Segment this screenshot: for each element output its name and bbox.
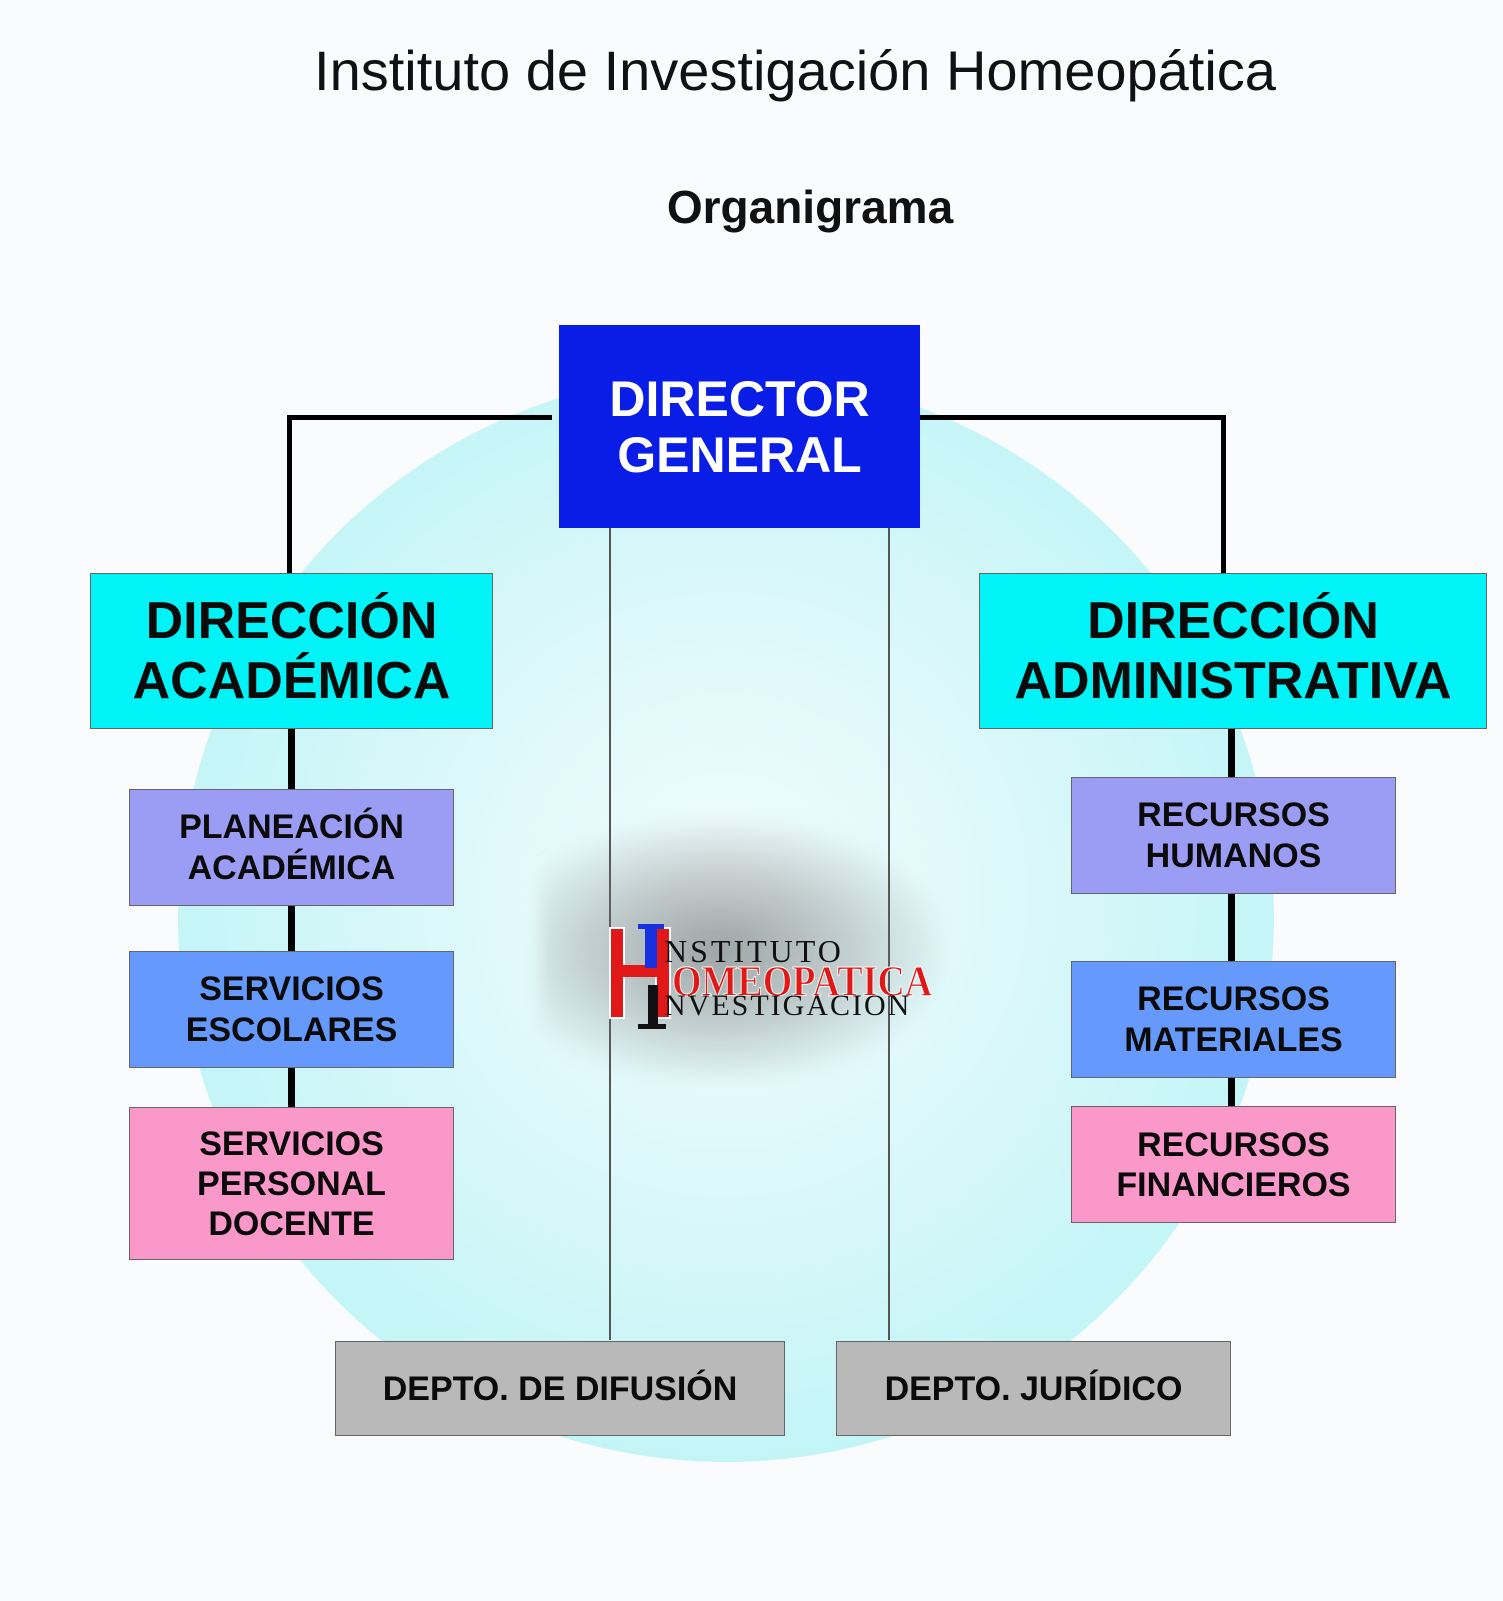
connector-right-horizontal bbox=[920, 415, 1226, 420]
director-general-box: DIRECTOR GENERAL bbox=[559, 325, 920, 528]
unit-recursos-materiales: RECURSOS MATERIALES bbox=[1071, 961, 1396, 1078]
unit-line: RECURSOS bbox=[1137, 979, 1330, 1018]
page-subtitle: Organigrama bbox=[666, 181, 954, 233]
page-title: Instituto de Investigación Homeopática bbox=[314, 39, 1276, 102]
unit-line: ACADÉMICA bbox=[187, 848, 396, 887]
unit-line: HUMANOS bbox=[1145, 836, 1322, 875]
direccion-academica-line2: ACADÉMICA bbox=[132, 652, 451, 710]
director-line1: DIRECTOR bbox=[609, 370, 870, 427]
depto-difusion-label: DEPTO. DE DIFUSIÓN bbox=[382, 1369, 738, 1408]
unit-line: SERVICIOS bbox=[199, 969, 384, 1008]
unit-servicios-personal-docente: SERVICIOS PERSONAL DOCENTE bbox=[129, 1107, 454, 1260]
depto-juridico-label: DEPTO. JURÍDICO bbox=[884, 1369, 1183, 1408]
institute-logo: NSTITUTO OMEOPATICA NVESTIGACION bbox=[540, 800, 960, 1100]
unit-line: SERVICIOS bbox=[199, 1124, 384, 1163]
unit-planeacion-academica: PLANEACIÓN ACADÉMICA bbox=[129, 789, 454, 906]
connector-right-vertical-top bbox=[1221, 415, 1226, 575]
connector-academica-units bbox=[288, 728, 295, 1108]
unit-line: FINANCIEROS bbox=[1116, 1165, 1351, 1204]
unit-line: PERSONAL bbox=[197, 1164, 386, 1203]
unit-line: ESCOLARES bbox=[185, 1010, 398, 1049]
unit-recursos-financieros: RECURSOS FINANCIEROS bbox=[1071, 1106, 1396, 1223]
depto-juridico-box: DEPTO. JURÍDICO bbox=[836, 1341, 1231, 1436]
direccion-academica-line1: DIRECCIÓN bbox=[145, 592, 438, 650]
connector-left-horizontal bbox=[287, 415, 552, 420]
unit-line: RECURSOS bbox=[1137, 795, 1330, 834]
direccion-administrativa-line1: DIRECCIÓN bbox=[1087, 592, 1379, 650]
unit-line: RECURSOS bbox=[1137, 1125, 1330, 1164]
unit-recursos-humanos: RECURSOS HUMANOS bbox=[1071, 777, 1396, 894]
direccion-academica-box: DIRECCIÓN ACADÉMICA bbox=[90, 573, 493, 729]
direccion-administrativa-line2: ADMINISTRATIVA bbox=[1014, 652, 1452, 710]
unit-servicios-escolares: SERVICIOS ESCOLARES bbox=[129, 951, 454, 1068]
connector-administrativa-units bbox=[1228, 728, 1235, 1108]
unit-line: PLANEACIÓN bbox=[179, 807, 404, 846]
logo-text-mid: OMEOPATICA bbox=[672, 957, 933, 1005]
logo-shadow bbox=[540, 820, 940, 1080]
unit-line: DOCENTE bbox=[208, 1204, 375, 1243]
director-line2: GENERAL bbox=[617, 426, 862, 483]
logo-graphic: NSTITUTO OMEOPATICA NVESTIGACION bbox=[609, 924, 933, 1029]
logo-text-top: NSTITUTO bbox=[664, 933, 844, 969]
logo-text-bottom: NVESTIGACION bbox=[664, 989, 911, 1022]
connector-left-vertical-top bbox=[287, 415, 292, 575]
unit-line: MATERIALES bbox=[1124, 1020, 1343, 1059]
direccion-administrativa-box: DIRECCIÓN ADMINISTRATIVA bbox=[979, 573, 1487, 729]
depto-difusion-box: DEPTO. DE DIFUSIÓN bbox=[335, 1341, 785, 1436]
